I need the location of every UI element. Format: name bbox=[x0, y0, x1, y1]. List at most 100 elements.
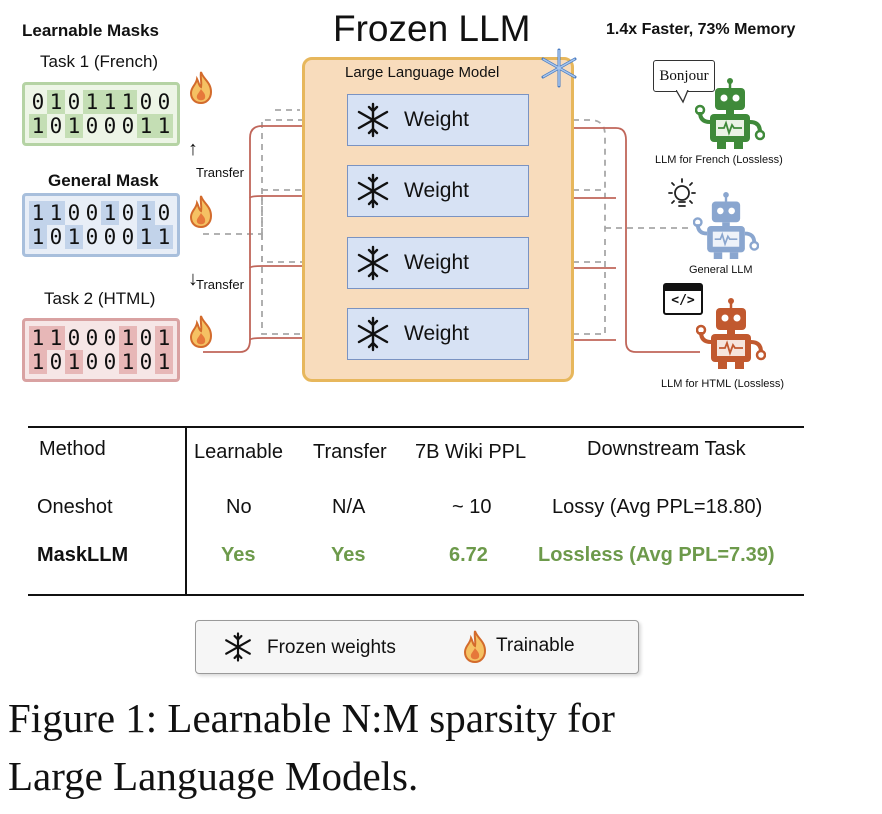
transfer-up-arrow-icon: ↑ bbox=[188, 138, 198, 160]
table-header-transfer: Transfer bbox=[313, 441, 387, 463]
mask-bit: 1 bbox=[47, 326, 65, 350]
mask-bit: 1 bbox=[137, 225, 155, 249]
mask-bit: 0 bbox=[85, 114, 99, 138]
mask-bit: 0 bbox=[49, 350, 63, 374]
table-cell-learnable: No bbox=[226, 496, 252, 518]
mask-bit: 0 bbox=[139, 90, 153, 114]
mask-bit: 1 bbox=[101, 90, 119, 114]
weight-label: Weight bbox=[404, 179, 469, 202]
table-header-learnable: Learnable bbox=[194, 441, 283, 463]
code-symbol: </> bbox=[671, 293, 695, 308]
table-cell-ppl: 6.72 bbox=[449, 544, 488, 566]
mask-bit: 1 bbox=[29, 326, 47, 350]
weight-block: Weight bbox=[347, 237, 529, 289]
html-llm-label: LLM for HTML (Lossless) bbox=[661, 378, 785, 390]
speech-bubble-tail bbox=[676, 90, 689, 104]
flame-icon bbox=[463, 630, 487, 663]
table-top-rule bbox=[28, 426, 804, 428]
llm-box-label: Large Language Model bbox=[345, 64, 500, 81]
mask-bit: 0 bbox=[103, 114, 117, 138]
mask-bit: 0 bbox=[121, 201, 135, 225]
mask-bit: 1 bbox=[29, 114, 47, 138]
figure-caption-line1: Figure 1: Learnable N:M sparsity for bbox=[8, 695, 615, 741]
transfer-label-bottom: Transfer bbox=[196, 277, 244, 292]
mask-bit: 0 bbox=[85, 201, 99, 225]
mask-bit: 1 bbox=[119, 350, 137, 374]
task2-label: Task 2 (HTML) bbox=[44, 289, 156, 308]
snowflake-icon bbox=[357, 316, 389, 352]
mask-bit: 0 bbox=[139, 326, 153, 350]
weight-label: Weight bbox=[404, 108, 469, 131]
transfer-label-top: Transfer bbox=[196, 165, 244, 180]
mask-bit: 0 bbox=[67, 90, 81, 114]
mask-bit: 0 bbox=[103, 326, 117, 350]
mask-bit: 1 bbox=[137, 114, 155, 138]
learnable-masks-title: Learnable Masks bbox=[22, 21, 160, 40]
table-header-ppl: 7B Wiki PPL bbox=[415, 441, 527, 463]
table-cell-transfer: N/A bbox=[332, 496, 366, 518]
weight-label: Weight bbox=[404, 251, 469, 274]
table-header-method: Method bbox=[39, 438, 106, 460]
speed-memory-label: 1.4x Faster, 73% Memory bbox=[606, 21, 796, 38]
legend-trainable-label: Trainable bbox=[496, 635, 575, 656]
mask-bit: 0 bbox=[103, 350, 117, 374]
transfer-down-arrow-icon: ↓ bbox=[188, 268, 198, 290]
weight-label: Weight bbox=[404, 322, 469, 345]
table-cell-learnable: Yes bbox=[221, 544, 256, 566]
table-cell-method: Oneshot bbox=[37, 496, 113, 518]
mask-bit: 1 bbox=[65, 350, 83, 374]
mask-bit: 1 bbox=[101, 201, 119, 225]
table-cell-method: MaskLLM bbox=[37, 544, 129, 566]
table-header-downstream: Downstream Task bbox=[587, 438, 746, 460]
weight-block: Weight bbox=[347, 94, 529, 146]
figure-caption-line2: Large Language Models. bbox=[8, 753, 419, 799]
mask-bit: 1 bbox=[155, 225, 173, 249]
weight-block: Weight bbox=[347, 165, 529, 217]
mask-bit: 0 bbox=[121, 225, 135, 249]
mask-bit: 1 bbox=[29, 225, 47, 249]
snowflake-icon bbox=[225, 632, 251, 662]
mask-bit: 0 bbox=[157, 90, 171, 114]
mask-bit: 0 bbox=[139, 350, 153, 374]
flame-icon bbox=[189, 71, 213, 104]
general-llm-label: General LLM bbox=[689, 264, 753, 276]
legend: Frozen weights Trainable bbox=[195, 620, 639, 674]
lightbulb-icon bbox=[668, 178, 696, 207]
mask-bit: 1 bbox=[47, 90, 65, 114]
mask-bit: 1 bbox=[155, 114, 173, 138]
mask-bit: 0 bbox=[31, 90, 45, 114]
general-mask-label: General Mask bbox=[48, 171, 159, 190]
mask-bit: 1 bbox=[137, 201, 155, 225]
mask-bit: 0 bbox=[49, 225, 63, 249]
mask-bit: 1 bbox=[29, 201, 47, 225]
robot-html-icon bbox=[696, 298, 766, 369]
mask-bit: 1 bbox=[65, 114, 83, 138]
snowflake-icon bbox=[357, 245, 389, 281]
mask-bit: 1 bbox=[65, 225, 83, 249]
snowflake-icon bbox=[541, 48, 577, 88]
mask-bit: 1 bbox=[119, 90, 137, 114]
speech-bubble: Bonjour bbox=[653, 60, 715, 92]
mask-bit: 1 bbox=[155, 326, 173, 350]
mask-bit: 0 bbox=[85, 225, 99, 249]
snowflake-icon bbox=[357, 173, 389, 209]
code-window-icon: </> bbox=[663, 283, 703, 315]
mask-bit: 0 bbox=[121, 114, 135, 138]
french-llm-label: LLM for French (Lossless) bbox=[655, 154, 783, 166]
mask-bit: 0 bbox=[67, 326, 81, 350]
mask-bit: 1 bbox=[29, 350, 47, 374]
table-divider bbox=[185, 428, 187, 594]
mask-bit: 1 bbox=[83, 90, 101, 114]
table-bottom-rule bbox=[28, 594, 804, 596]
mask-bit: 0 bbox=[85, 326, 99, 350]
mask-bit: 1 bbox=[155, 350, 173, 374]
robot-french-icon bbox=[695, 78, 765, 149]
